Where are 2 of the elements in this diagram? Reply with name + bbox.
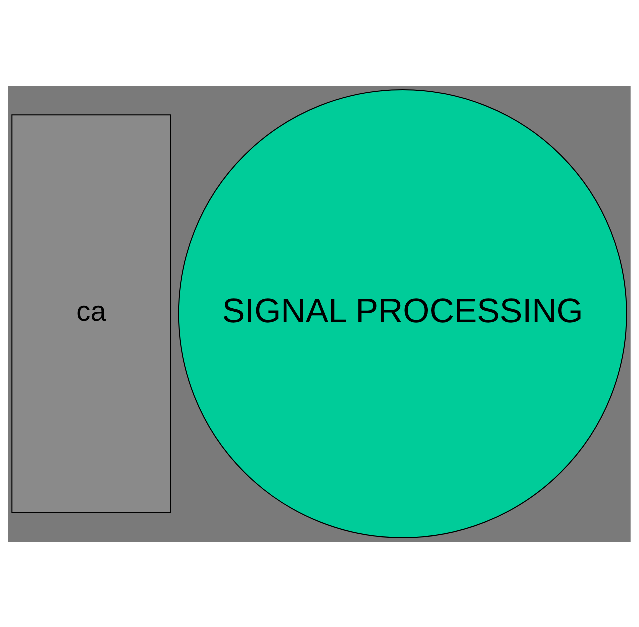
- node-box: ca: [12, 114, 172, 513]
- node-circle: SIGNAL PROCESSING: [178, 89, 628, 538]
